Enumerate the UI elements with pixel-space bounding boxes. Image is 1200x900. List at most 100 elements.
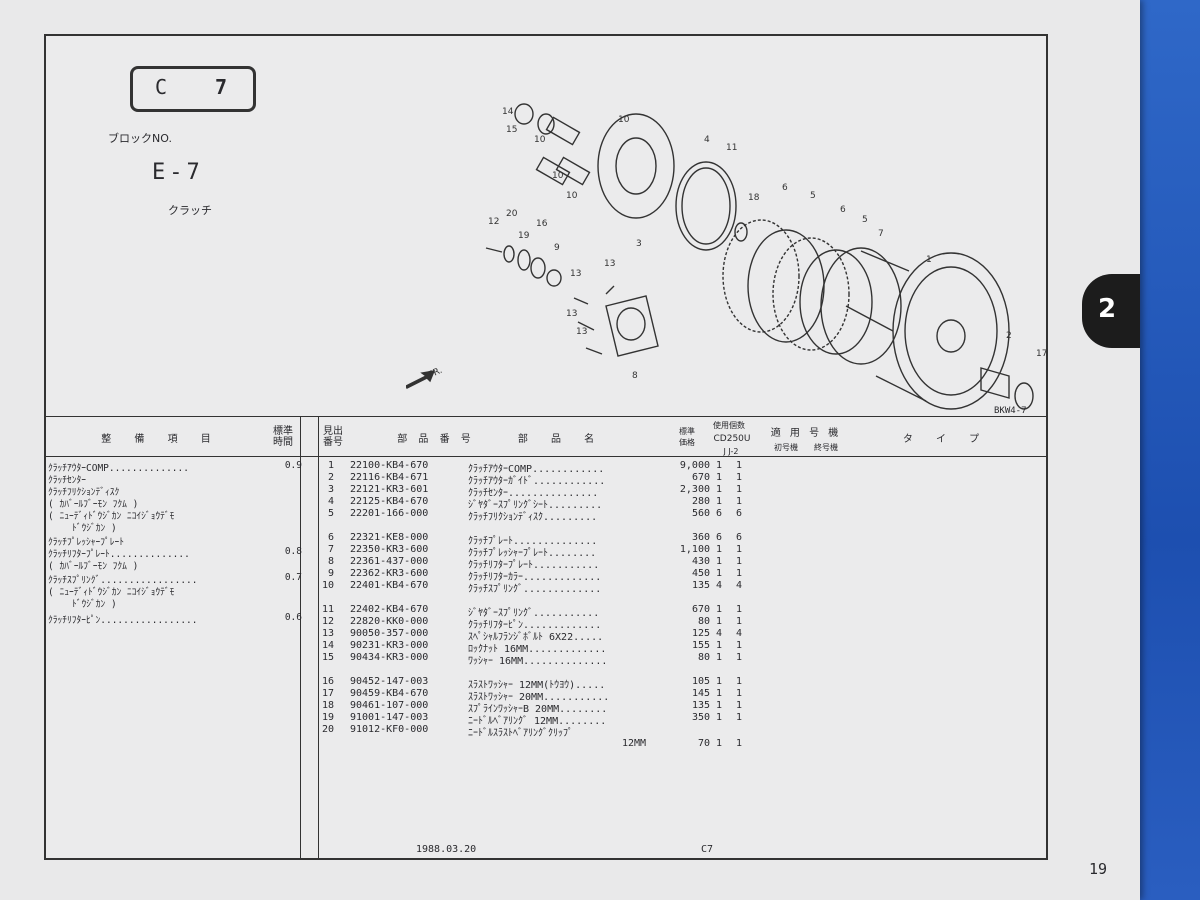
part-qty-j2: 1 (736, 484, 743, 495)
part-number: 22121-KR3-601 (350, 484, 429, 495)
parts-frame: C 7 ブロックNO. E-7 クラッチ (44, 34, 1048, 860)
part-number: 90231-KR3-000 (350, 640, 429, 651)
labor-row: ｸﾗｯﾁﾘﾌﾀｰﾋﾟﾝ.................0.6 (48, 612, 302, 626)
part-name: ﾆｰﾄﾞﾙﾍﾞｱﾘﾝｸﾞ 12MM........ (468, 716, 607, 727)
part-price: 135 (691, 700, 710, 711)
callout-14: 14 (502, 107, 514, 117)
part-price: 70 (697, 738, 710, 749)
callout-13c: 13 (566, 309, 577, 319)
guide-collar-shape (980, 367, 1010, 399)
part-name: ｸﾗｯﾁｾﾝﾀｰ............... (468, 488, 599, 499)
header-model: CD250U (713, 434, 751, 444)
header-std-price: 標準 価格 (679, 427, 695, 447)
labor-row: ( ﾆｭｰﾃﾞｨﾄﾞｳｼﾞｶﾝ ﾆｺｲｼﾞｮｳﾃﾞﾓ (48, 584, 302, 598)
callout-10b: 10 (618, 115, 630, 125)
part-price: 145 (691, 688, 710, 699)
lock-nut-shape (514, 103, 534, 125)
callout-17: 17 (1036, 349, 1046, 359)
part-qty-j: 1 (716, 496, 723, 507)
part-qty-j2: 6 (736, 508, 743, 519)
washer-16-shape (537, 113, 555, 135)
part-price: 9,000 (679, 460, 710, 471)
part-number: 90461-107-000 (350, 700, 429, 711)
needle-bearing-shape (517, 249, 531, 271)
part-price: 280 (691, 496, 710, 507)
labor-text: ﾄﾞｳｼﾞｶﾝ ) (72, 599, 117, 610)
header-std-time: 標準 時間 (273, 426, 293, 448)
clutch-plate-shape-2 (772, 237, 850, 351)
part-qty-j2: 6 (736, 532, 743, 543)
labor-text: ｸﾗｯﾁﾘﾌﾀｰﾌﾟﾚｰﾄ.............. (48, 549, 190, 560)
callout-20: 20 (506, 209, 518, 219)
callout-16: 16 (536, 219, 548, 229)
part-ref-no: 12 (322, 616, 335, 627)
part-ref-no: 9 (327, 568, 334, 579)
part-qty-j2: 1 (736, 496, 743, 507)
part-ref-no: 6 (327, 532, 334, 543)
labor-text: ｸﾗｯﾁｽﾌﾟﾘﾝｸﾞ................. (48, 575, 198, 586)
part-price: 350 (691, 712, 710, 723)
part-ref-no: 17 (322, 688, 335, 699)
part-price: 560 (691, 508, 710, 519)
callout-1: 1 (926, 255, 932, 265)
callout-10a: 10 (534, 135, 546, 145)
part-qty-j: 1 (716, 640, 723, 651)
part-price: 360 (691, 532, 710, 543)
footer-date: 1988.03.20 (416, 844, 477, 855)
part-price: 125 (691, 628, 710, 639)
block-label-right: 7 (215, 75, 228, 99)
part-name: ｼﾞﾔﾀﾞｰｽﾌﾟﾘﾝｸﾞｼｰﾄ......... (468, 500, 603, 511)
part-name: ｸﾗｯﾁｱｳﾀｰｶﾞｲﾄﾞ............ (468, 476, 606, 487)
part-name: ｸﾗｯﾁﾌﾟﾚｰﾄ.............. (468, 536, 598, 547)
part-ref-no: 5 (327, 508, 334, 519)
labor-text: ( ｶﾊﾞｰﾙﾌﾞｰﾓﾝ ﾌｸﾑ ) (48, 499, 139, 510)
part-name: ﾜｯｼｬｰ 16MM.............. (468, 656, 608, 667)
part-qty-j: 1 (716, 688, 723, 699)
front-arrow-icon (406, 370, 436, 389)
labor-hours: 0.8 (284, 546, 302, 557)
header-first-no: 初号機 (774, 443, 798, 452)
part-ref-no: 7 (327, 544, 334, 555)
part-qty-j2: 1 (736, 652, 743, 663)
callout-13a: 13 (604, 259, 615, 269)
lifter-plate-center (616, 307, 646, 341)
labor-row: ｸﾗｯﾁﾌﾘｸｼｮﾝﾃﾞｨｽｸ (48, 484, 302, 498)
callout-18: 18 (748, 193, 760, 203)
col-divider-2 (318, 416, 319, 858)
labor-row: ｸﾗｯﾁﾘﾌﾀｰﾌﾟﾚｰﾄ.............. 0.8 (48, 546, 302, 560)
part-number: 22125-KB4-670 (350, 496, 429, 507)
part-number: 90459-KB4-670 (350, 688, 429, 699)
part-qty-j2: 1 (736, 544, 743, 555)
part-number: 22350-KR3-600 (350, 544, 429, 555)
part-qty-j: 1 (716, 616, 723, 627)
part-name: ｸﾗｯﾁﾘﾌﾀｰｶﾗｰ............. (468, 572, 602, 583)
page-number: 19 (1089, 860, 1108, 878)
header-part-no: 部 品 番 号 (397, 434, 475, 445)
labor-hours: 0.6 (284, 612, 302, 623)
labor-row: ( ｶﾊﾞｰﾙﾌﾞｰﾓﾝ ﾌｸﾑ ) (48, 496, 302, 510)
part-price: 2,300 (679, 484, 710, 495)
part-price: 135 (691, 580, 710, 591)
clutch-outer-inner (904, 266, 998, 396)
labor-text: ( ﾆｭｰﾃﾞｨﾄﾞｳｼﾞｶﾝ ﾆｺｲｼﾞｮｳﾃﾞﾓ (48, 587, 175, 598)
part-name: ｼﾞﾔﾀﾞｰｽﾌﾟﾘﾝｸﾞ........... (468, 608, 600, 619)
part-name: ｸﾗｯﾁｽﾌﾟﾘﾝｸﾞ............. (468, 584, 602, 595)
footer-code: C7 (701, 844, 714, 855)
callout-8: 8 (632, 371, 638, 381)
part-qty-j: 1 (716, 484, 723, 495)
callout-3: 3 (636, 239, 642, 249)
part-ref-no: 1 (327, 460, 334, 471)
catalog-page: 2 C 7 ブロックNO. E-7 クラッチ (0, 0, 1140, 900)
part-qty-j2: 1 (736, 640, 743, 651)
callout-9: 9 (554, 243, 560, 253)
part-ref-no: 4 (327, 496, 334, 507)
